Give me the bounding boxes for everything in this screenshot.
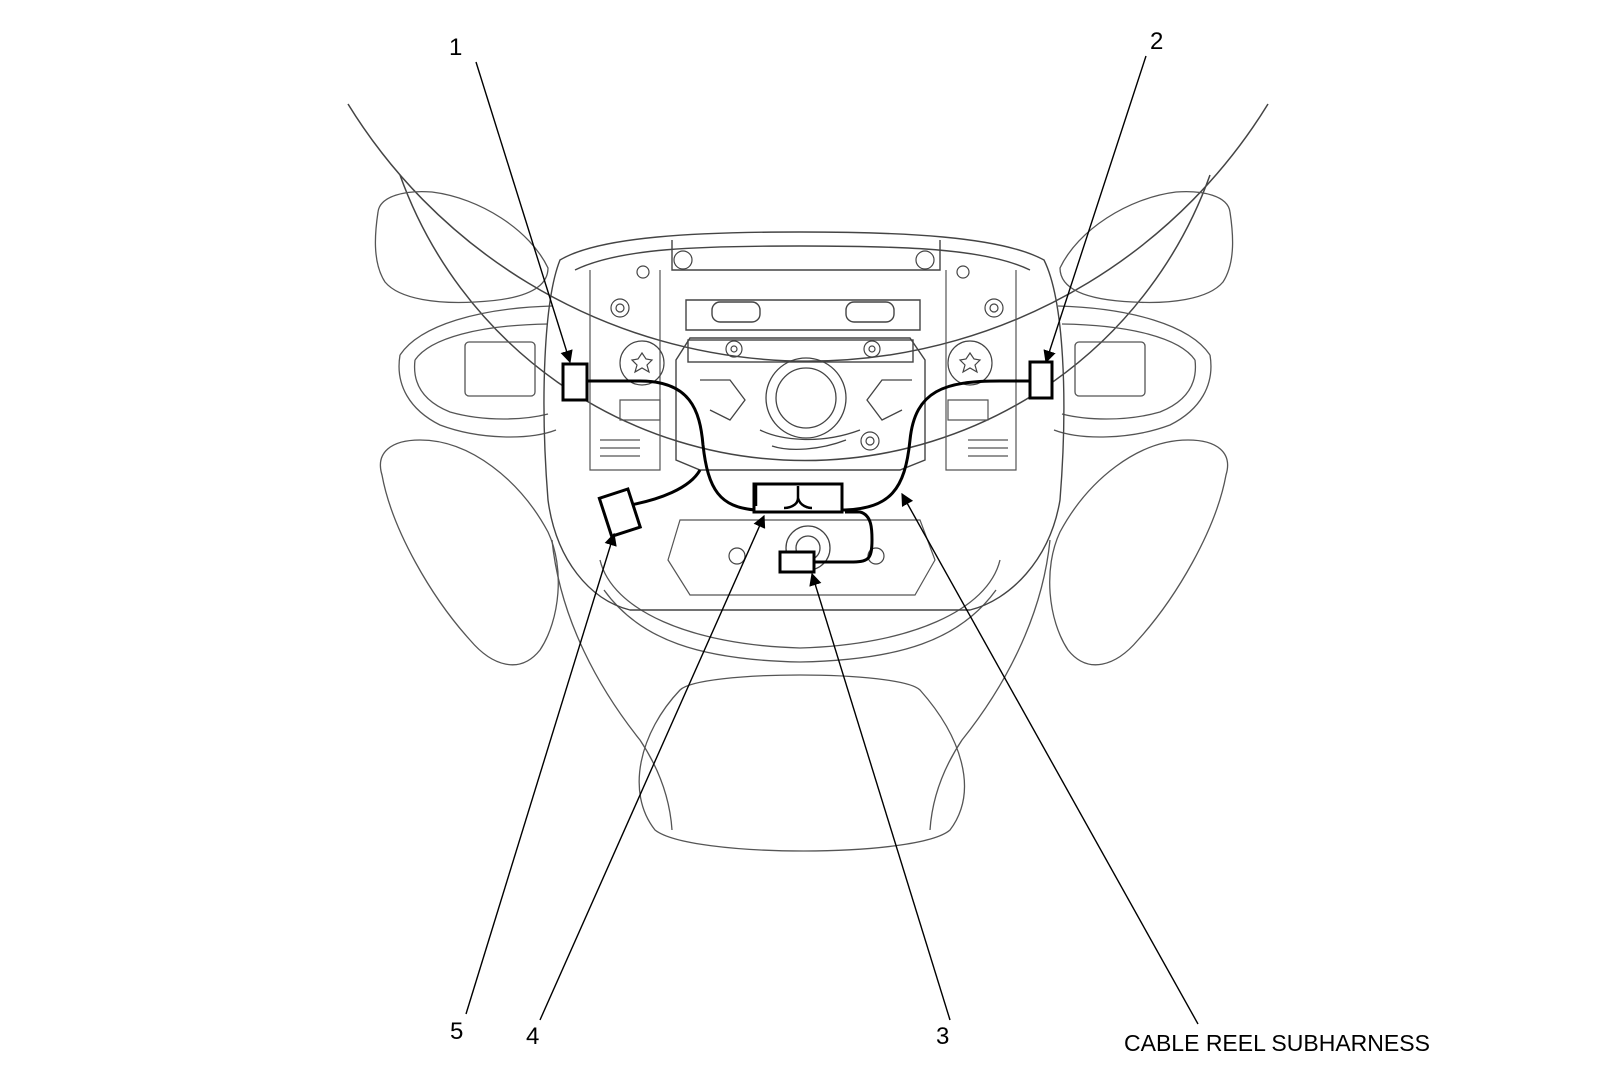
connectors <box>561 360 1054 574</box>
lower-spoke <box>551 539 1051 831</box>
leader-1 <box>475 61 573 364</box>
callout-1: 1 <box>449 34 463 61</box>
center-hub <box>700 357 912 571</box>
connector-2 <box>1028 360 1054 400</box>
leader-cable-reel <box>901 492 1199 1025</box>
wiring-harness <box>585 379 1041 564</box>
leader-3 <box>809 572 951 1021</box>
connector-3 <box>778 550 816 574</box>
side-spokes <box>398 305 1212 438</box>
connector-5 <box>597 487 643 539</box>
wheel-rim <box>347 103 1269 462</box>
callout-4: 4 <box>526 1023 540 1050</box>
leader-4 <box>539 514 766 1021</box>
hub-housing <box>543 231 1065 611</box>
callout-5: 5 <box>450 1018 464 1045</box>
spoke-openings <box>374 190 1234 852</box>
inner-bracket <box>589 270 1017 596</box>
callout-2: 2 <box>1150 28 1164 55</box>
callout-3: 3 <box>936 1023 950 1050</box>
star-bolts <box>619 340 993 386</box>
leader-lines <box>465 55 1199 1025</box>
connector-1 <box>561 362 589 402</box>
leader-5 <box>465 532 617 1015</box>
leader-2 <box>1043 55 1147 364</box>
screws <box>610 250 1004 565</box>
callout-cable-reel-subharness: CABLE REEL SUBHARNESS <box>1124 1030 1430 1056</box>
